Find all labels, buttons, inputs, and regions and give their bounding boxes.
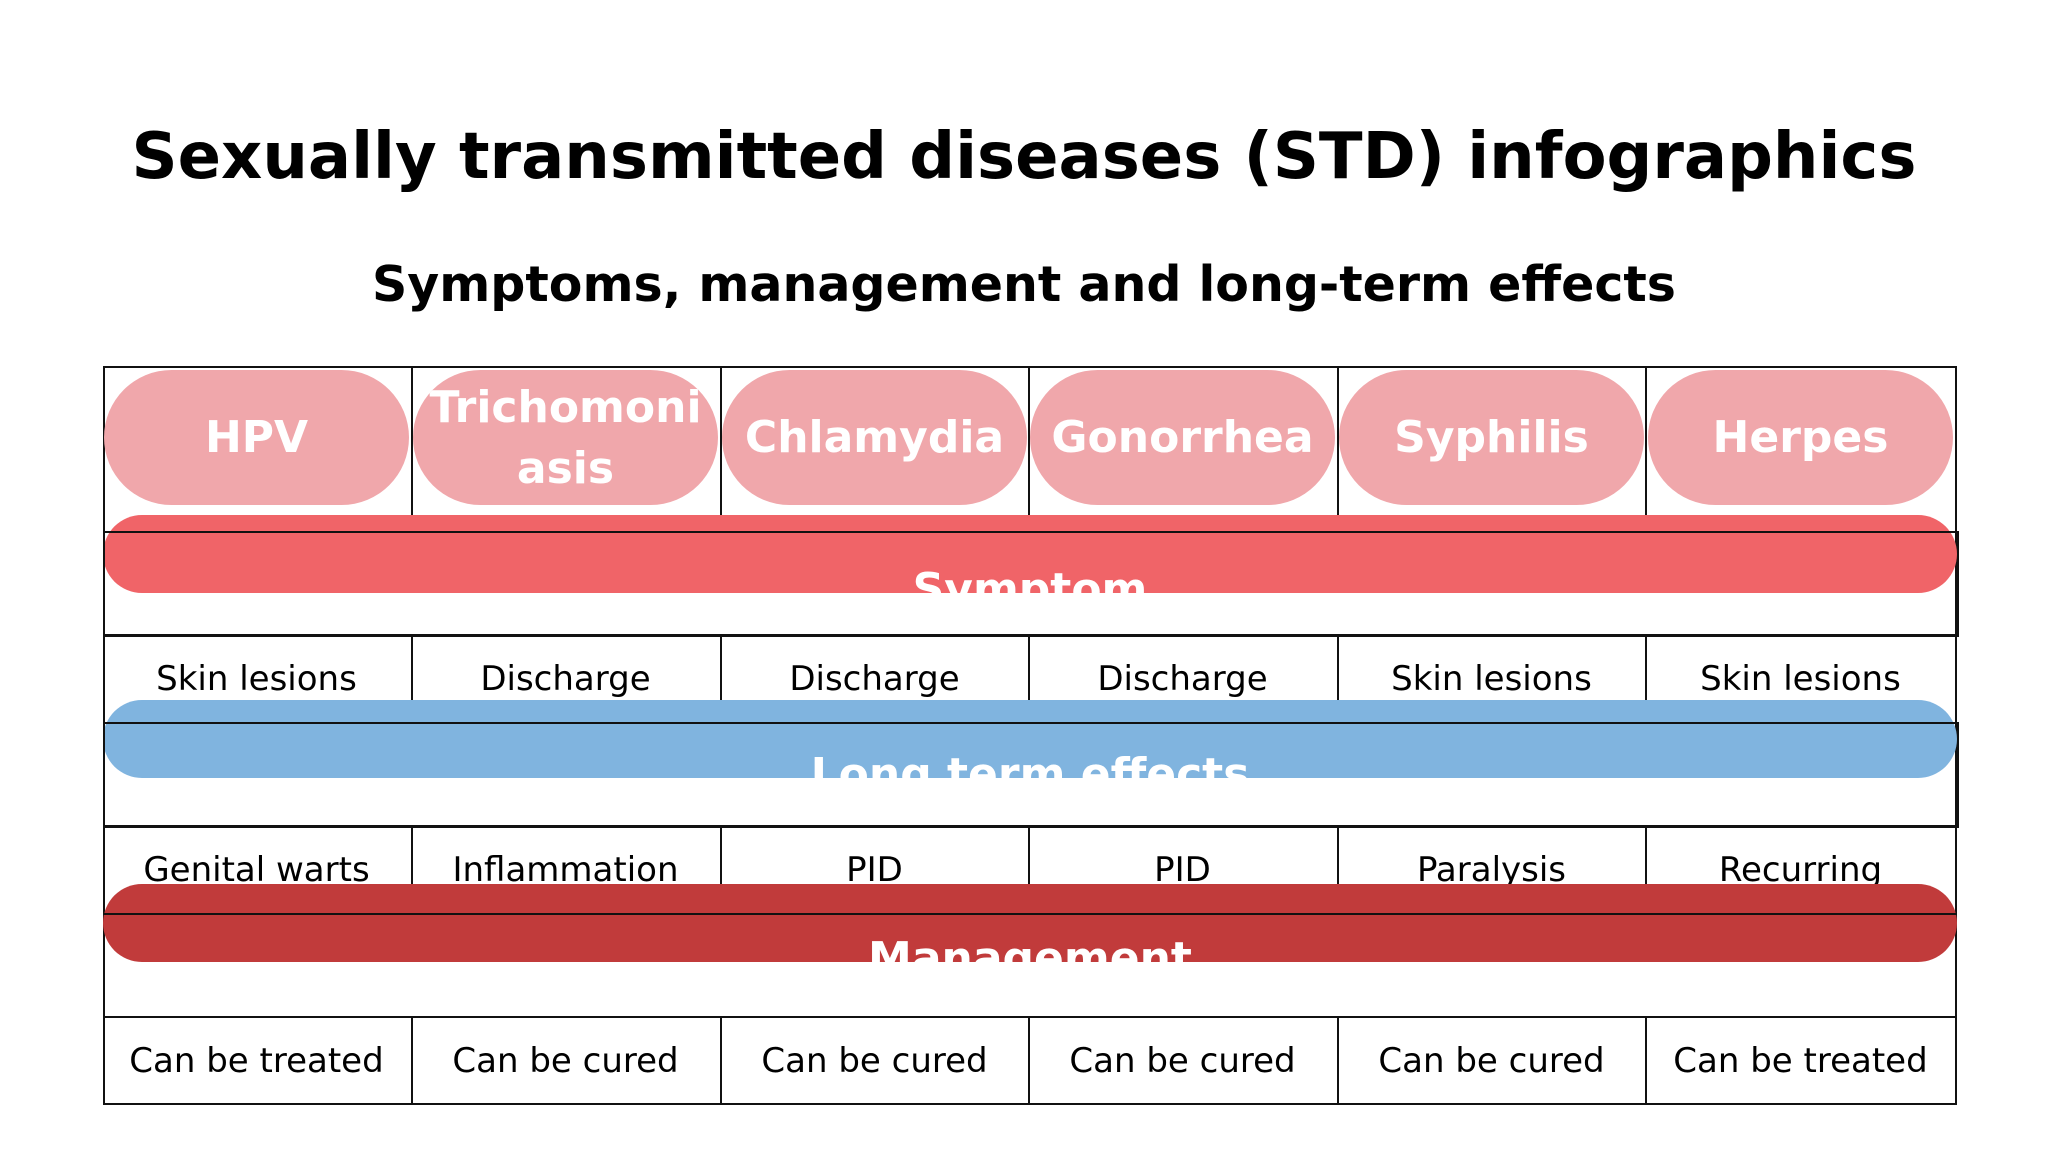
column-divider bbox=[411, 634, 413, 722]
column-divider bbox=[411, 825, 413, 913]
long-term-cell: Recurring bbox=[1718, 850, 1883, 890]
column-divider bbox=[1028, 1016, 1030, 1104]
column-divider bbox=[1337, 366, 1339, 531]
long-term-band-frame bbox=[103, 722, 1959, 828]
symptom-cell: Skin lesions bbox=[1391, 659, 1592, 699]
management-cell: Can be treated bbox=[1673, 1041, 1928, 1081]
column-divider bbox=[1645, 825, 1647, 913]
symptom-cell: Discharge bbox=[480, 659, 651, 699]
grid-line bbox=[103, 1016, 1957, 1018]
disease-column-syphilis: Syphilis Skin lesions Paralysis Can be c… bbox=[1339, 0, 1644, 1152]
long-term-cell: PID bbox=[1154, 850, 1211, 890]
page-title: Sexually transmitted diseases (STD) info… bbox=[131, 120, 1917, 194]
disease-header-chlamydia: Chlamydia bbox=[722, 370, 1027, 505]
long-term-cell: PID bbox=[846, 850, 903, 890]
symptom-cell: Skin lesions bbox=[156, 659, 357, 699]
disease-header-herpes: Herpes bbox=[1648, 370, 1953, 505]
disease-header-hpv: HPV bbox=[104, 370, 409, 505]
page-subtitle: Symptoms, management and long-term effec… bbox=[372, 256, 1676, 313]
grid-line bbox=[103, 1103, 1957, 1105]
management-band: Management bbox=[103, 884, 1957, 962]
column-divider bbox=[1337, 1016, 1339, 1104]
disease-column-herpes: Herpes Skin lesions Recurring Can be tre… bbox=[1648, 0, 1953, 1152]
long-term-cell: Paralysis bbox=[1416, 850, 1567, 890]
disease-column-hpv: HPV Skin lesions Genital warts Can be tr… bbox=[104, 0, 409, 1152]
column-divider bbox=[1028, 825, 1030, 913]
column-divider bbox=[411, 1016, 413, 1104]
symptom-band-frame bbox=[103, 531, 1959, 637]
long-term-cell: Inflammation bbox=[452, 850, 679, 890]
grid-line bbox=[103, 366, 1957, 368]
long-term-band: Long term effects bbox=[103, 700, 1957, 778]
column-divider bbox=[1028, 366, 1030, 531]
disease-column-chlamydia: Chlamydia Discharge PID Can be cured bbox=[722, 0, 1027, 1152]
disease-column-trichomoniasis: Trichomoniasis Discharge Inflammation Ca… bbox=[413, 0, 718, 1152]
disease-header-gonorrhea: Gonorrhea bbox=[1030, 370, 1335, 505]
symptom-cell: Skin lesions bbox=[1700, 659, 1901, 699]
management-label: Management bbox=[868, 933, 1192, 962]
long-term-cell: Genital warts bbox=[143, 850, 370, 890]
column-divider bbox=[1028, 634, 1030, 722]
grid-line bbox=[103, 913, 1957, 915]
long-term-label: Long term effects bbox=[810, 749, 1250, 778]
disease-header-trichomoniasis: Trichomoniasis bbox=[413, 370, 718, 505]
column-divider bbox=[720, 1016, 722, 1104]
management-cell: Can be cured bbox=[1378, 1041, 1605, 1081]
column-divider bbox=[1645, 634, 1647, 722]
disease-header-syphilis: Syphilis bbox=[1339, 370, 1644, 505]
management-cell: Can be cured bbox=[452, 1041, 679, 1081]
symptom-cell: Discharge bbox=[789, 659, 960, 699]
management-cell: Can be cured bbox=[761, 1041, 988, 1081]
column-divider bbox=[720, 825, 722, 913]
column-divider bbox=[720, 634, 722, 722]
symptom-cell: Discharge bbox=[1097, 659, 1268, 699]
column-divider bbox=[411, 366, 413, 531]
symptom-band: Symptom bbox=[103, 515, 1957, 593]
column-divider bbox=[1645, 366, 1647, 531]
column-divider bbox=[1645, 1016, 1647, 1104]
symptom-label: Symptom bbox=[912, 564, 1148, 593]
management-cell: Can be cured bbox=[1069, 1041, 1296, 1081]
disease-column-gonorrhea: Gonorrhea Discharge PID Can be cured bbox=[1030, 0, 1335, 1152]
column-divider bbox=[1337, 634, 1339, 722]
management-cell: Can be treated bbox=[129, 1041, 384, 1081]
column-divider bbox=[720, 366, 722, 531]
column-divider bbox=[1337, 825, 1339, 913]
